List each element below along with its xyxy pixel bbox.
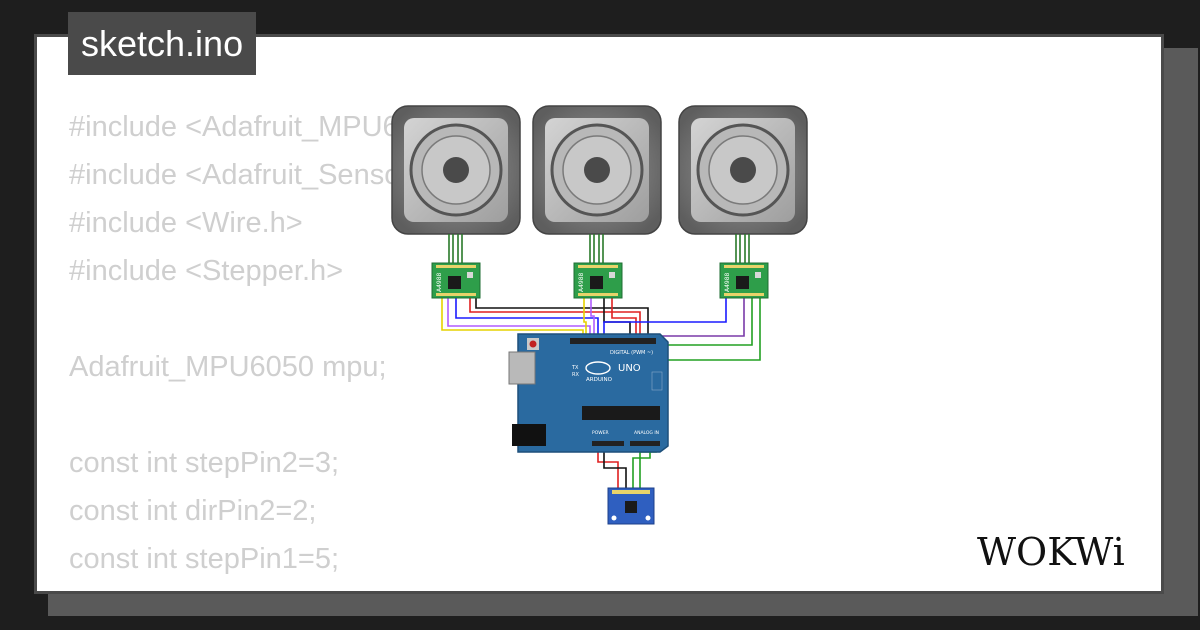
driver-a4988-3[interactable]: A4988	[719, 262, 769, 299]
driver-a4988-1[interactable]: A4988	[431, 262, 481, 299]
power-header-label: POWER	[592, 430, 609, 436]
code-line: const int dirPin2=2;	[69, 495, 317, 527]
stepper-motor-2[interactable]	[532, 105, 662, 264]
logo-text: WOKWi	[977, 530, 1125, 574]
code-line: #include <Wire.h>	[69, 207, 303, 239]
file-name-tab: sketch.ino	[68, 12, 257, 75]
code-line: #include <Stepper.h>	[69, 255, 344, 287]
analog-header-label: ANALOG IN	[634, 430, 659, 436]
mpu6050-sensor[interactable]	[607, 487, 655, 525]
wokwi-logo: WOKWi	[977, 530, 1125, 574]
driver-label: A4988	[436, 272, 443, 292]
rx-led-label: RX	[572, 372, 579, 378]
driver-a4988-2[interactable]: A4988	[573, 262, 623, 299]
stepper-motor-1[interactable]	[391, 105, 521, 264]
code-line: Adafruit_MPU6050 mpu;	[69, 351, 387, 383]
board-name: ARDUINO	[586, 377, 613, 383]
driver-label: A4988	[724, 272, 731, 292]
board-brand: UNO	[618, 363, 641, 374]
arduino-uno-board[interactable]: DIGITAL (PWM ~) TX RX UNO ARDUINO POWER …	[508, 333, 669, 453]
driver-label: A4988	[578, 272, 585, 292]
code-line: const int stepPin1=5;	[69, 543, 340, 575]
code-line: const int stepPin2=3;	[69, 447, 340, 479]
stepper-motor-3[interactable]	[678, 105, 808, 264]
digital-header-label: DIGITAL (PWM ~)	[610, 350, 653, 356]
tx-led-label: TX	[571, 365, 579, 371]
